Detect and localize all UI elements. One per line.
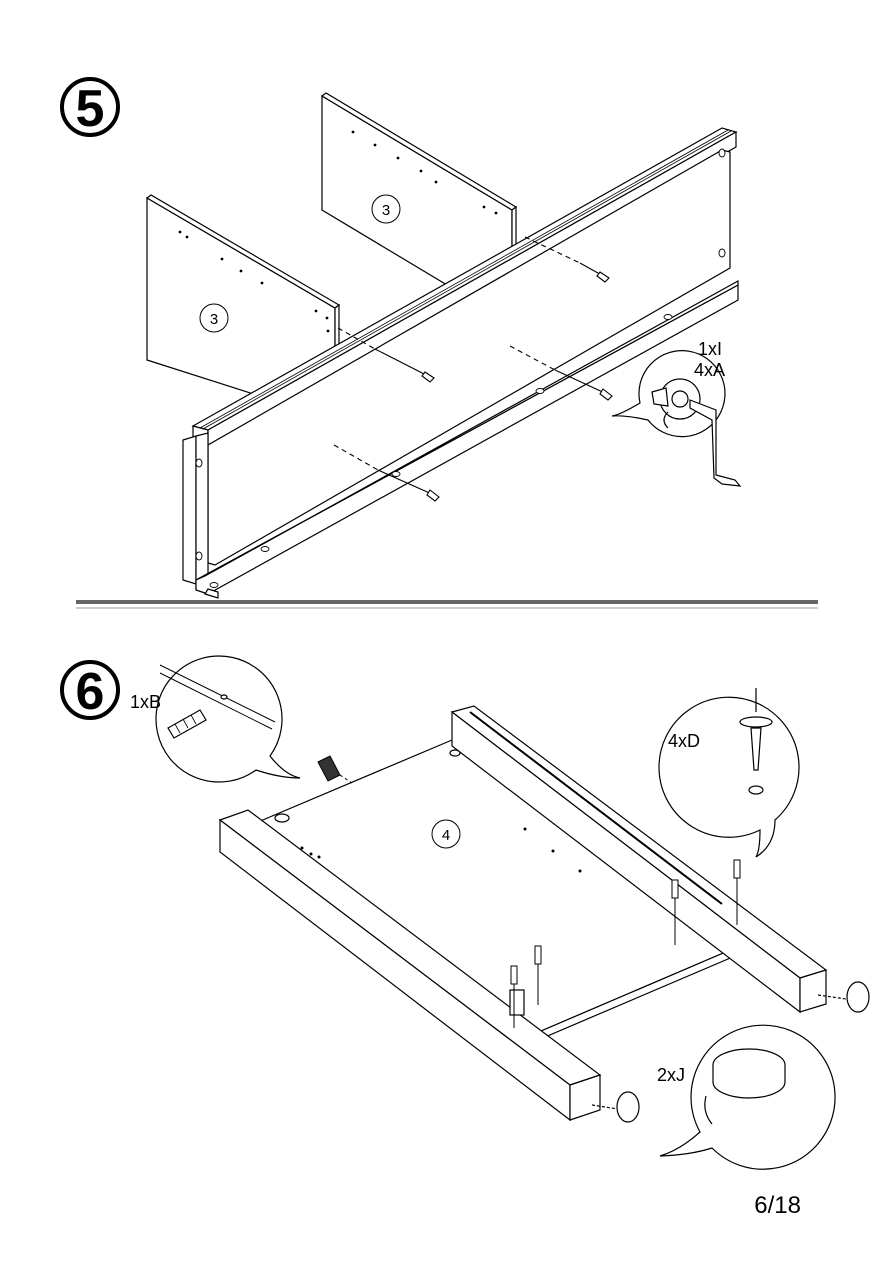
hardware-label-d: 4xD <box>668 731 700 751</box>
step-6-badge: 6 <box>62 662 118 721</box>
step-5: 5 3 <box>62 79 740 598</box>
dowel-callout <box>156 656 300 782</box>
svg-text:3: 3 <box>210 311 218 328</box>
part-label-panel-3-right: 3 <box>372 195 400 223</box>
hardware-label-b: 1xB <box>130 692 161 712</box>
dowel-b <box>318 756 352 783</box>
hardware-label-i: 1xI <box>698 339 722 359</box>
step-6-number: 6 <box>76 663 105 721</box>
step-separator <box>76 600 818 608</box>
hardware-label-j: 2xJ <box>657 1065 685 1085</box>
step-5-badge: 5 <box>62 79 118 138</box>
screw-callout <box>659 688 799 857</box>
step-6: 6 1xB 4xD <box>62 656 869 1169</box>
glide-callout <box>660 1025 835 1169</box>
part-label-panel-3-left: 3 <box>200 304 228 332</box>
page-number: 6/18 <box>754 1192 801 1220</box>
svg-text:4: 4 <box>442 827 450 844</box>
step-5-number: 5 <box>76 80 105 138</box>
svg-text:3: 3 <box>382 202 390 219</box>
hardware-label-a: 4xA <box>694 360 725 380</box>
part-label-board-4: 4 <box>432 820 460 848</box>
